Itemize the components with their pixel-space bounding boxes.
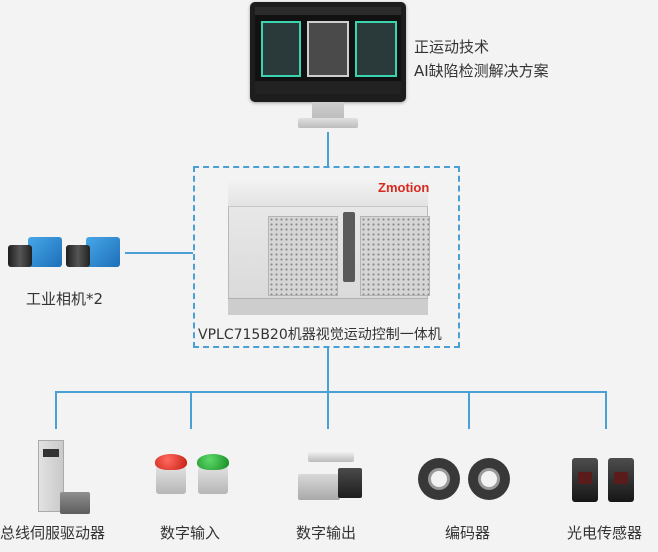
servo-drive-icon <box>38 440 94 516</box>
controller-group-box <box>193 166 460 348</box>
controller-label: VPLC715B20机器视觉运动控制一体机 <box>198 327 442 343</box>
controller-icon: Zmotion <box>228 176 430 315</box>
device-label: 数字输出 <box>296 524 357 542</box>
camera-label: 工业相机*2 <box>26 290 104 308</box>
device-label: 总线伺服驱动器 <box>0 524 106 542</box>
device-label: 数字输入 <box>160 524 221 542</box>
solution-title-line1: 正运动技术 <box>414 38 490 56</box>
drop-input <box>190 391 192 429</box>
device-label: 编码器 <box>445 524 491 542</box>
device-label: 光电传感器 <box>567 524 643 542</box>
encoder-icon <box>418 456 518 502</box>
solution-title-line2: AI缺陷检测解决方案 <box>414 62 549 80</box>
drop-encoder <box>468 391 470 429</box>
line-camera-controller <box>125 252 193 254</box>
line-controller-bus <box>327 348 329 392</box>
monitor-icon <box>250 2 406 132</box>
solenoid-valve-icon <box>298 452 368 504</box>
push-button-icon <box>155 446 235 498</box>
line-monitor-controller <box>327 132 329 166</box>
brand-logo: Zmotion <box>378 180 430 195</box>
drop-sensor <box>605 391 607 429</box>
industrial-camera-icon <box>66 237 122 271</box>
industrial-camera-icon <box>8 237 64 271</box>
bus-line <box>55 391 607 393</box>
drop-servo <box>55 391 57 429</box>
photoelectric-sensor-icon <box>570 458 640 504</box>
drop-output <box>327 391 329 429</box>
